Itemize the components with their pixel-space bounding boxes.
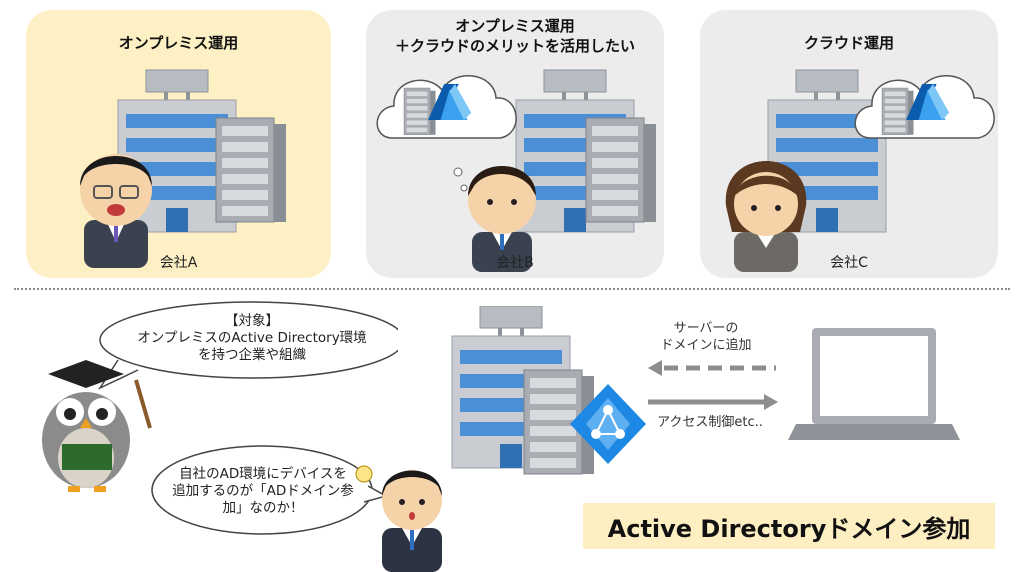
person-icon	[468, 166, 536, 272]
owl-bubble-line1: 【対象】	[225, 313, 279, 329]
person-icon	[80, 154, 152, 268]
lightbulb-icon	[355, 465, 373, 483]
owl-bubble-line3: を持つ企業や組織	[198, 347, 306, 363]
title-banner: Active Directoryドメイン参加	[583, 503, 995, 549]
section-divider	[14, 288, 1010, 290]
panel-company-b: オンプレミス運用 ＋クラウドのメリットを活用したい 会社B	[366, 10, 664, 278]
arrow-label-top-line1: サーバーの	[673, 321, 739, 336]
man-icon	[382, 470, 442, 572]
panel-label: 会社C	[830, 255, 868, 271]
arrow-label-bottom: アクセス制御etc..	[657, 415, 763, 430]
company-b-illustration	[376, 69, 657, 272]
man-bubble-text: 自社のAD環境にデバイスを 追加するのが「ADドメイン参 加」なのか！	[160, 466, 366, 517]
arrow-left-dashed	[648, 360, 776, 376]
panel-label: 会社B	[496, 255, 534, 271]
panel-title-line2: ＋クラウドのメリットを活用したい	[394, 37, 635, 55]
panel-company-a: オンプレミス運用 会社A	[26, 10, 331, 278]
owl-bubble-illustration	[42, 301, 398, 492]
panel-title: オンプレミス運用 ＋クラウドのメリットを活用したい	[366, 16, 664, 56]
panel-title: クラウド運用	[803, 34, 894, 52]
laptop-icon	[788, 328, 960, 440]
azure-ad-icon	[570, 384, 646, 464]
owl-icon	[42, 360, 152, 492]
server-icon	[215, 117, 287, 223]
company-a-illustration	[80, 69, 287, 268]
arrow-label-top: サーバーの ドメインに追加	[646, 320, 766, 354]
person-icon	[725, 161, 807, 272]
panel-company-c: クラウド運用 会社C	[700, 10, 998, 278]
man-bubble-illustration	[151, 445, 442, 572]
man-bubble-line1: 自社のAD環境にデバイスを	[179, 466, 347, 482]
arrow-label-top-line2: ドメインに追加	[660, 338, 752, 353]
owl-bubble-text: 【対象】 オンプレミスのActive Directory環境 を持つ企業や組織	[102, 313, 402, 364]
panel-label: 会社A	[159, 255, 198, 271]
owl-bubble-line2: オンプレミスのActive Directory環境	[137, 330, 367, 346]
company-c-illustration	[725, 69, 995, 272]
man-bubble-line2: 追加するのが「ADドメイン参	[172, 483, 354, 499]
panel-title-line1: オンプレミス運用	[455, 17, 575, 35]
ad-join-illustration	[451, 306, 960, 475]
man-bubble-line3: 加」なのか！	[222, 500, 304, 516]
arrow-right-solid	[648, 394, 778, 410]
panel-title: オンプレミス運用	[118, 34, 239, 52]
